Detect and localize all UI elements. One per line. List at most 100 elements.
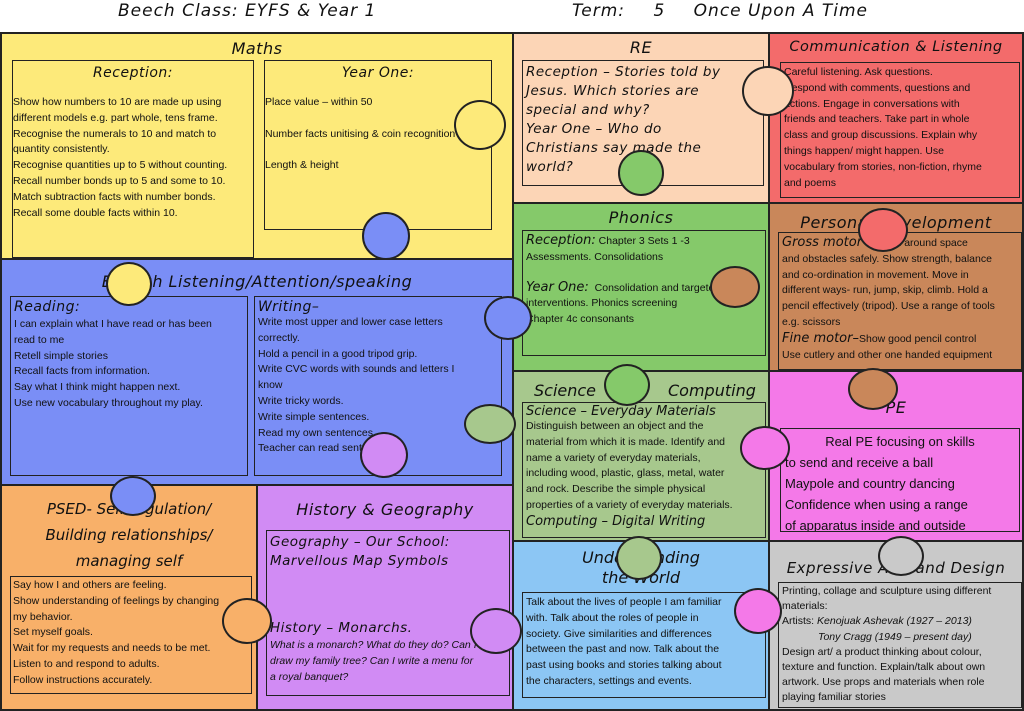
puzzle-tab [110, 476, 156, 516]
list-item: and rock. Describe the simple physical [526, 483, 706, 496]
list-item: Careful listening. Ask questions. [784, 66, 933, 78]
fine-motor-line: Fine motor–Show good pencil control [782, 331, 1018, 348]
geography-line-1: Geography – Our School: [270, 534, 450, 550]
list-item: Show how numbers to 10 are made up using [13, 96, 222, 108]
communication-box: Careful listening. Ask questions. Respon… [780, 62, 1020, 198]
list-item: Recall some double facts within 10. [13, 206, 178, 219]
list-item: Confidence when using a range [785, 497, 968, 512]
list-item: What is a monarch? What do they do? Can … [270, 639, 477, 651]
list-item: Write CVC words with sounds and letters … [258, 363, 455, 376]
list-item: Distinguish between an object and the [526, 420, 704, 432]
list-item: artwork. Use props and materials when ro… [782, 676, 985, 689]
list-item: the characters, settings and events. [526, 674, 692, 687]
list-item: Recognise the numerals to 10 and match t… [13, 127, 217, 140]
list-item: Show good pencil control [858, 332, 977, 345]
re-box: Reception – Stories told by Jesus. Which… [522, 60, 764, 186]
reading-heading: Reading: [14, 299, 81, 315]
pe-panel: PE Real PE focusing on skills to send an… [768, 370, 1024, 542]
list-item: Write most upper and lower case letters [258, 316, 443, 328]
list-item: Jesus. Which stories are [526, 83, 700, 99]
list-item: Place value – within 50 [265, 96, 373, 108]
list-item: Wait for my requests and needs to be met… [13, 642, 211, 655]
fine-motor-label: Fine motor– [782, 330, 859, 346]
puzzle-tab [362, 212, 410, 260]
phonics-reception-label: Reception: [526, 233, 596, 248]
list-item: Use cutlery and other one handed equipme… [782, 348, 993, 361]
maths-reception-list: Show how numbers to 10 are made up using… [13, 95, 253, 221]
list-item: Teacher can read sentences. [258, 442, 393, 455]
list-item: I can explain what I have read or has be… [14, 318, 212, 330]
list-item: playing familiar stories [782, 691, 886, 704]
artist-2: Tony Cragg (1949 – present day) [818, 630, 972, 643]
list-item: Year One – Who do [526, 121, 662, 137]
science-box: Science – Everyday Materials Distinguish… [522, 402, 766, 538]
puzzle-tab [616, 536, 662, 580]
list-item: Recall number bonds up to 5 and some to … [13, 174, 226, 187]
list-item: with. Talk about the roles of people in [526, 611, 699, 624]
puzzle-tab [740, 426, 790, 470]
list-item: things happen/ might happen. Use [784, 144, 944, 157]
list-item: Reception – Stories told by [526, 64, 721, 80]
puzzle-tab [470, 608, 522, 654]
re-panel: RE Reception – Stories told by Jesus. Wh… [512, 32, 770, 204]
class-title: Beech Class: EYFS & Year 1 [118, 1, 377, 21]
list-item: class and group discussions. Explain why [784, 129, 978, 142]
list-item: Use new vocabulary throughout my play. [14, 396, 203, 409]
list-item: Respond with comments, questions and [784, 81, 971, 94]
list-item: materials: [782, 600, 828, 613]
list-item: material from which it is made. Identify… [526, 435, 725, 448]
list-item: texture and function. Explain/talk about… [782, 661, 986, 674]
list-item: actions. Engage in conversations with [784, 97, 960, 110]
artists-label: Artists: [782, 615, 815, 628]
history-list: What is a monarch? What do they do? Can … [270, 638, 506, 685]
geography-line-2: Marvellous Map Symbols [270, 553, 449, 569]
list-item: and poems [784, 176, 836, 189]
term-number: 5 [653, 1, 666, 21]
list-item: and obstacles safely. Show strength, bal… [782, 252, 992, 265]
english-panel: English Listening/Attention/speaking Rea… [0, 258, 514, 486]
psed-title-3: managing self [75, 552, 183, 570]
puzzle-tab [484, 296, 532, 340]
list-item: world? [526, 159, 574, 175]
list-item: properties of a variety of everyday mate… [526, 498, 733, 511]
understanding-world-panel: Understanding the World Talk about the l… [512, 540, 770, 711]
maths-title: Maths [231, 39, 283, 58]
re-title: RE [629, 38, 653, 57]
maths-reception-heading: Reception: [92, 65, 174, 81]
list-item: Printing, collage and sculpture using di… [782, 585, 992, 597]
reading-box: Reading: I can explain what I have read … [10, 296, 248, 476]
list-item: of apparatus inside and outside [785, 518, 966, 532]
list-item: friends and teachers. Take part in whole [784, 113, 970, 126]
list-item: Show understanding of feelings by changi… [13, 594, 220, 607]
list-item: Retell simple stories [14, 349, 108, 362]
phonics-year-one: Year One: Consolidation and targeted [526, 280, 762, 297]
puzzle-tab [878, 536, 924, 576]
puzzle-tab [464, 404, 516, 444]
list-item: Maypole and country dancing [785, 476, 955, 491]
history-geography-box: Geography – Our School: Marvellous Map S… [266, 530, 510, 696]
list-item: Hold a pencil in a good tripod grip. [258, 347, 418, 360]
list-item: vocabulary from stories, non-fiction, rh… [784, 160, 982, 173]
list-item: know [258, 379, 283, 392]
term-line: Term: 5 Once Upon A Time [572, 1, 890, 21]
list-item: special and why? [526, 102, 650, 118]
list-item: interventions. Phonics screening [526, 297, 678, 310]
list-item: Talk about the lives of people I am fami… [526, 596, 722, 608]
science-title: Science [534, 381, 597, 400]
phonics-year-one-text: Consolidation and targeted [594, 281, 721, 294]
list-item: Real PE focusing on skills [825, 434, 975, 449]
computing-title: Computing [668, 381, 756, 400]
geography-text: Geography – Our School: Marvellous Map S… [270, 533, 506, 571]
list-item: Number facts unitising & coin recognitio… [265, 127, 456, 140]
puzzle-tab [710, 266, 760, 308]
maths-year-one-list: Place value – within 50 Number facts uni… [265, 95, 491, 174]
personal-development-panel: Personal Development Gross motor – trave… [768, 202, 1024, 372]
puzzle-tab [734, 588, 782, 634]
list-item: correctly. [258, 331, 300, 344]
list-item: Write tricky words. [258, 394, 344, 407]
list-item [265, 142, 491, 158]
maths-panel: Maths Reception: Show how numbers to 10 … [0, 32, 514, 260]
list-item: Read my own sentences. [258, 426, 376, 439]
artists-line: Artists: Kenojuak Ashevak (1927 – 2013) [782, 614, 1018, 629]
understanding-world-box: Talk about the lives of people I am fami… [522, 592, 766, 698]
